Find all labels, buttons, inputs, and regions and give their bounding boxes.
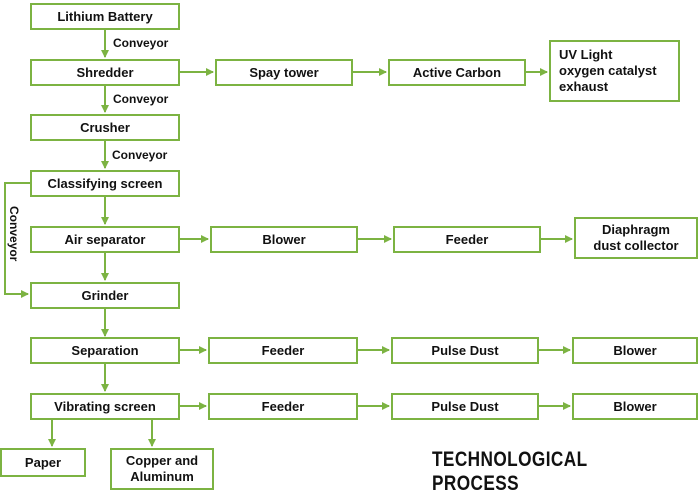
node-shredder: Shredder (30, 59, 180, 86)
node-lithium-battery: Lithium Battery (30, 3, 180, 30)
node-blower-2: Blower (572, 337, 698, 364)
node-active-carbon: Active Carbon (388, 59, 526, 86)
edge-label-conveyor-3: Conveyor (112, 148, 168, 162)
node-classifying-screen: Classifying screen (30, 170, 180, 197)
node-grinder: Grinder (30, 282, 180, 309)
node-pulse-dust-2: Pulse Dust (391, 393, 539, 420)
node-vibrating-screen: Vibrating screen (30, 393, 180, 420)
edge-label-conveyor-side: Conveyor (7, 206, 21, 262)
node-blower-3: Blower (572, 393, 698, 420)
node-diaphragm-collector: Diaphragm dust collector (574, 217, 698, 259)
node-air-separator: Air separator (30, 226, 180, 253)
node-copper-aluminum: Copper and Aluminum (110, 448, 214, 490)
edge-classifying-grinder-loop (4, 182, 30, 298)
node-feeder-1: Feeder (393, 226, 541, 253)
node-paper: Paper (0, 448, 86, 477)
node-crusher: Crusher (30, 114, 180, 141)
edge-label-conveyor-2: Conveyor (113, 92, 169, 106)
node-blower-1: Blower (210, 226, 358, 253)
node-feeder-3: Feeder (208, 393, 358, 420)
node-separation: Separation (30, 337, 180, 364)
node-uv-exhaust: UV Light oxygen catalyst exhaust (549, 40, 680, 102)
node-pulse-dust-1: Pulse Dust (391, 337, 539, 364)
edge-label-conveyor-1: Conveyor (113, 36, 169, 50)
diagram-title: TECHNOLOGICAL PROCESS (432, 448, 588, 495)
node-feeder-2: Feeder (208, 337, 358, 364)
node-spray-tower: Spay tower (215, 59, 353, 86)
